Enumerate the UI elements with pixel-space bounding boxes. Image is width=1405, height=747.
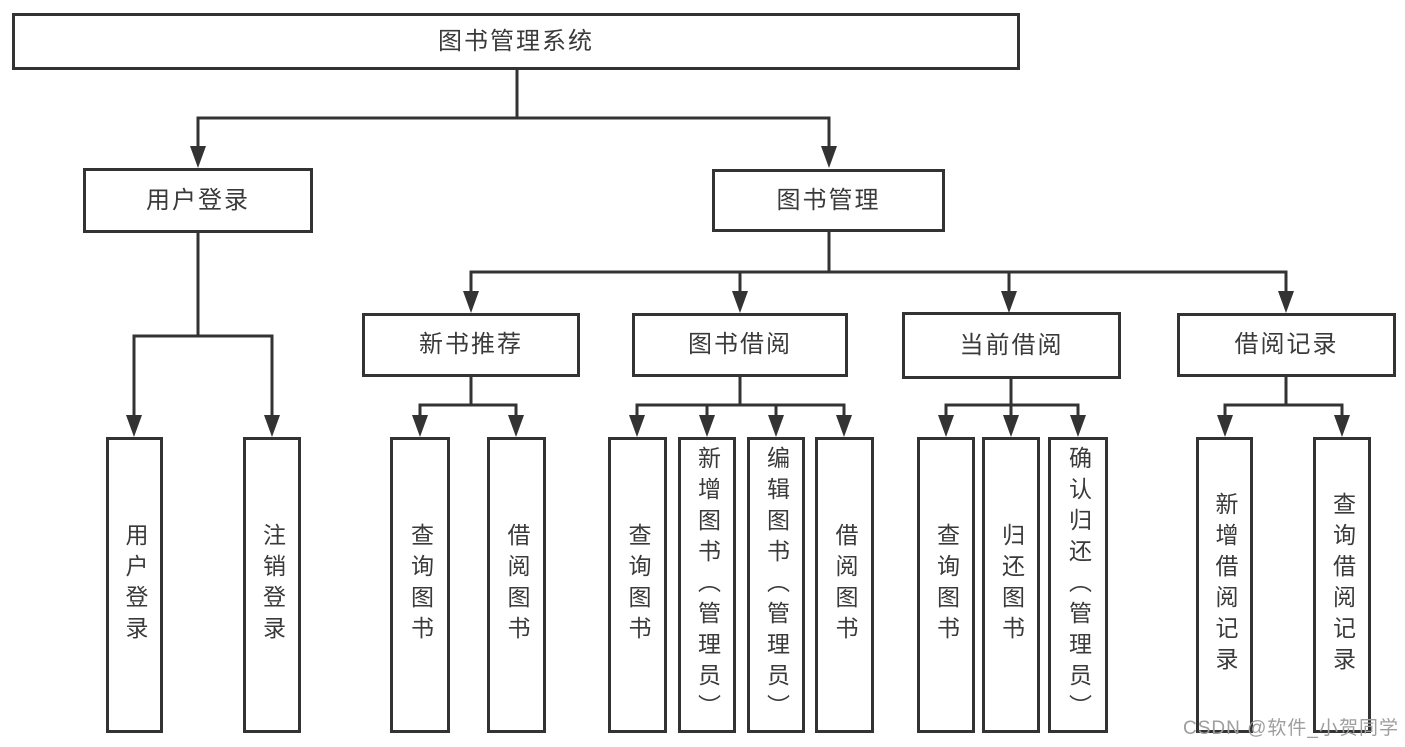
node-book-management: 图书管理 <box>712 169 945 232</box>
leaf-add-borrow-record-label: 新增借阅记录 <box>1212 492 1238 678</box>
leaf-confirm-return-admin-label: 确认归还（管理员） <box>1065 445 1092 725</box>
leaf-logout-label: 注销登录 <box>259 523 286 647</box>
leaf-query-borrow-record: 查询借阅记录 <box>1313 437 1371 733</box>
arrowheads <box>126 146 1350 437</box>
leaf-query-books-current: 查询图书 <box>917 437 975 733</box>
node-library-system-label: 图书管理系统 <box>438 27 594 55</box>
leaf-add-books-admin-label: 新增图书（管理员） <box>694 445 721 725</box>
node-borrowing-records: 借阅记录 <box>1177 313 1396 377</box>
node-library-system: 图书管理系统 <box>12 13 1020 70</box>
node-new-book-recommendation-label: 新书推荐 <box>419 331 523 358</box>
node-user-login: 用户登录 <box>83 168 313 233</box>
connector-borrow-records-branch <box>1223 377 1344 419</box>
node-book-borrowing-label: 图书借阅 <box>688 331 792 358</box>
node-new-book-recommendation: 新书推荐 <box>362 313 580 377</box>
leaf-borrow-books: 借阅图书 <box>815 437 874 733</box>
connector-new-book-branch <box>418 377 518 419</box>
leaf-user-login-label: 用户登录 <box>122 523 148 647</box>
leaf-edit-books-admin-label: 编辑图书（管理员） <box>763 445 790 725</box>
csdn-watermark: CSDN @软件_小贺同学 <box>1183 718 1399 739</box>
leaf-confirm-return-admin: 确认归还（管理员） <box>1048 437 1108 733</box>
node-book-management-label: 图书管理 <box>776 186 881 214</box>
leaf-query-borrow-record-label: 查询借阅记录 <box>1329 492 1356 678</box>
node-book-borrowing: 图书借阅 <box>632 313 848 377</box>
node-user-login-label: 用户登录 <box>146 186 250 214</box>
connector-book-management-branch <box>469 232 1288 295</box>
node-borrowing-records-label: 借阅记录 <box>1234 331 1339 358</box>
leaf-add-borrow-record: 新增借阅记录 <box>1196 437 1253 733</box>
connector-root-to-level2 <box>196 70 831 148</box>
leaf-logout: 注销登录 <box>243 437 301 733</box>
leaf-return-books-label: 归还图书 <box>998 523 1025 647</box>
connector-book-borrow-branch <box>635 377 846 419</box>
leaf-edit-books-admin: 编辑图书（管理员） <box>747 437 805 733</box>
leaf-add-books-admin: 新增图书（管理员） <box>678 437 736 733</box>
leaf-borrow-books-recommend-label: 借阅图书 <box>504 523 530 647</box>
node-current-borrowing: 当前借阅 <box>902 312 1121 379</box>
leaf-query-books-borrow-label: 查询图书 <box>625 523 651 647</box>
leaf-user-login: 用户登录 <box>106 437 163 733</box>
leaf-query-books-recommend-label: 查询图书 <box>407 523 434 647</box>
connector-user-login-branch <box>132 233 274 419</box>
leaf-return-books: 归还图书 <box>982 437 1040 733</box>
leaf-query-books-current-label: 查询图书 <box>933 523 960 647</box>
leaf-borrow-books-label: 借阅图书 <box>832 523 858 647</box>
leaf-query-books-recommend: 查询图书 <box>390 437 450 733</box>
connector-current-borrow-branch <box>944 379 1080 419</box>
leaf-borrow-books-recommend: 借阅图书 <box>487 437 546 733</box>
leaf-query-books-borrow: 查询图书 <box>608 437 667 733</box>
node-current-borrowing-label: 当前借阅 <box>959 331 1064 359</box>
